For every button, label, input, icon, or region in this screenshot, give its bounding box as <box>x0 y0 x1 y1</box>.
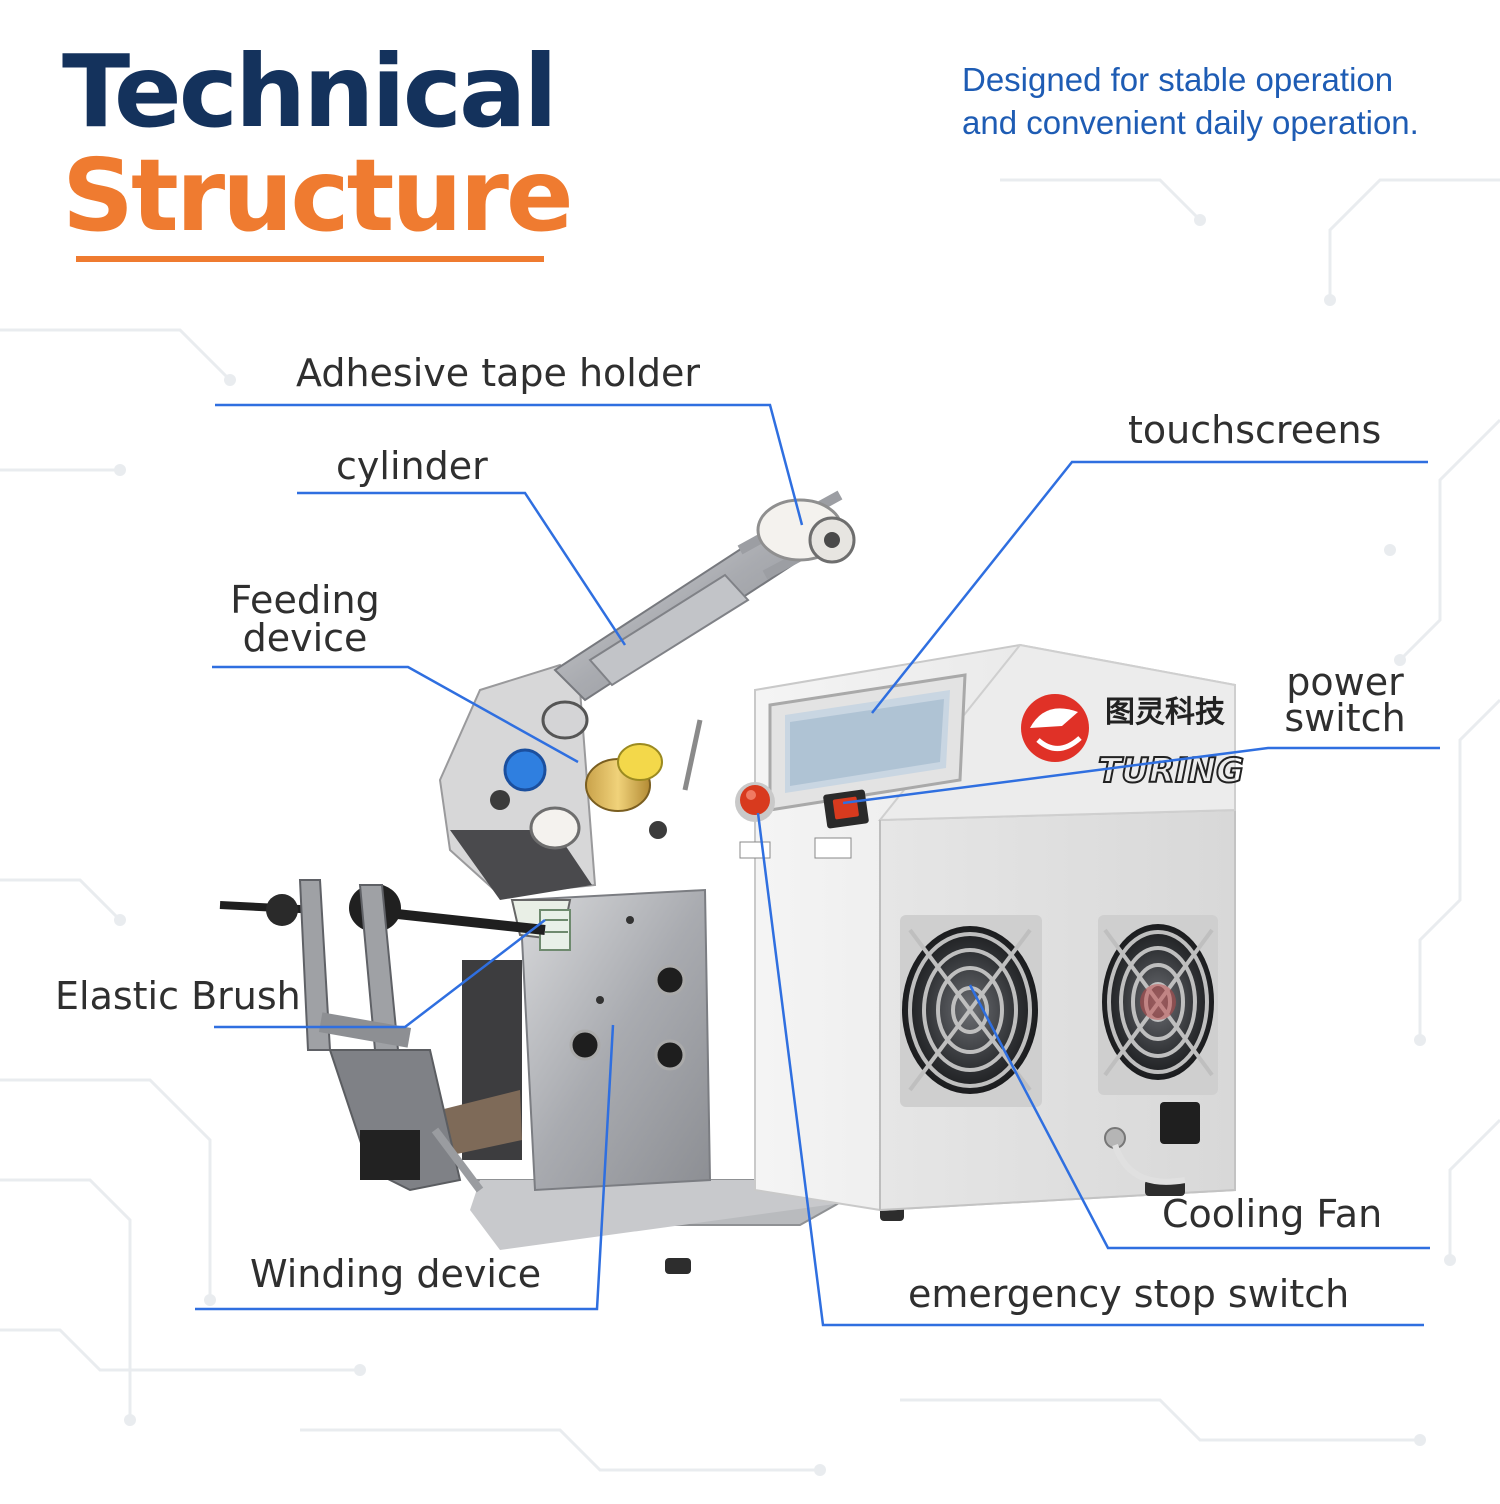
label-emergency-stop-switch: emergency stop switch <box>908 1272 1350 1316</box>
leader-power-switch <box>842 746 1440 805</box>
title-structure: Structure <box>62 137 574 254</box>
turing-logo: 图灵科技 TURING <box>1021 694 1245 792</box>
logo-english-text: TURING <box>1098 751 1244 791</box>
tape-winding-machine-illustration: 图灵科技 TURING <box>219 490 1245 1274</box>
title-technical: Technical <box>62 33 558 150</box>
label-adhesive-tape-holder: Adhesive tape holder <box>296 351 700 395</box>
label-feeding-device-line-1: Feeding <box>230 578 380 622</box>
wire-holder <box>219 879 546 1193</box>
label-touchscreens: touchscreens <box>1128 408 1382 452</box>
leader-emergency-stop <box>756 812 1424 1327</box>
leader-feeding-device <box>212 665 579 764</box>
leader-cylinder <box>297 491 627 646</box>
cylinder-arm <box>553 490 843 702</box>
label-cylinder: cylinder <box>336 444 488 488</box>
leader-touchscreens <box>871 460 1428 714</box>
label-power-switch: power switch <box>1270 660 1420 740</box>
title-underline <box>76 256 544 262</box>
tagline-line-2: and convenient daily operation. <box>962 104 1419 141</box>
leader-winding-device <box>195 1024 615 1311</box>
label-power-switch-line-2: switch <box>1284 696 1406 740</box>
feeding-rollers <box>490 700 703 850</box>
touchscreen-panel <box>768 673 967 812</box>
logo-chinese-text: 图灵科技 <box>1105 695 1225 730</box>
label-power-switch-line-1: power <box>1286 660 1404 704</box>
leader-cooling-fan <box>968 984 1430 1250</box>
leader-adhesive-tape-holder <box>215 403 804 526</box>
label-cooling-fan: Cooling Fan <box>1162 1192 1383 1236</box>
cooling-fan-right <box>1098 915 1218 1095</box>
tagline: Designed for stable operation and conven… <box>962 58 1482 144</box>
label-elastic-brush: Elastic Brush <box>55 974 301 1018</box>
label-feeding-device: Feeding device <box>212 581 398 657</box>
rear-connectors <box>1104 1102 1200 1185</box>
label-feeding-device-line-2: device <box>242 616 368 660</box>
adhesive-tape-roll <box>756 498 856 564</box>
tagline-line-1: Designed for stable operation <box>962 61 1394 98</box>
leader-elastic-brush <box>214 919 546 1029</box>
label-winding-device: Winding device <box>250 1252 542 1296</box>
